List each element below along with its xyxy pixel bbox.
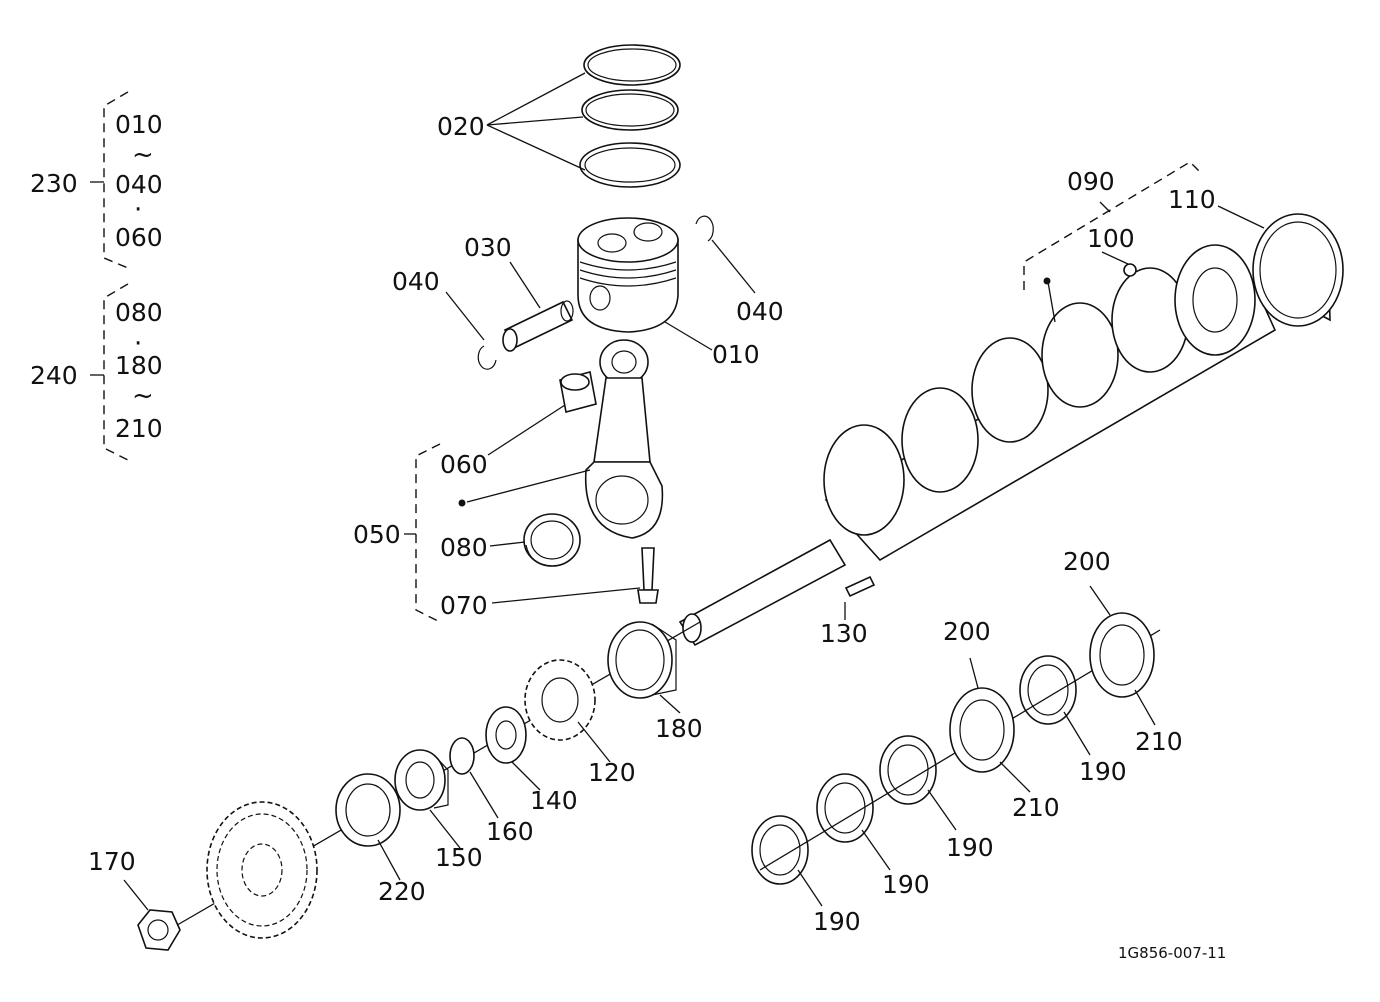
connecting-rod-bolt [637, 547, 659, 604]
crankshaft-gear [524, 659, 596, 741]
kit-230-sep2: · [134, 195, 142, 225]
kit-230-line2: 040 [115, 170, 163, 199]
collar [485, 706, 527, 764]
label-170: 170 [88, 847, 136, 876]
small-end-bushing [559, 371, 597, 413]
kit-230-group: 230 010 ~ 040 · 060 [30, 91, 163, 269]
kit-240-sep2: ~ [132, 381, 154, 411]
main-bearing-3 [879, 735, 937, 805]
kit-230-sep1: ~ [132, 140, 154, 170]
label-030: 030 [464, 233, 512, 262]
o-ring [449, 737, 475, 775]
kit-240-code: 240 [30, 361, 78, 390]
label-040-left: 040 [392, 267, 440, 296]
label-100: 100 [1087, 224, 1135, 253]
kit-240-line2: 180 [115, 351, 163, 380]
oil-seal [335, 773, 401, 847]
thrust-washer-1 [949, 687, 1015, 773]
crankshaft-sleeve [1252, 213, 1344, 327]
kit-230-line1: 010 [115, 110, 163, 139]
label-140: 140 [530, 786, 578, 815]
label-020: 020 [437, 112, 485, 141]
label-090: 090 [1067, 167, 1115, 196]
label-200-a: 200 [943, 617, 991, 646]
crankshaft-pulley [206, 801, 318, 939]
drawing-reference: 1G856-007-11 [1118, 944, 1226, 962]
label-160: 160 [486, 817, 534, 846]
front-bushing [394, 749, 449, 811]
crankshaft [678, 244, 1277, 647]
kit-240-group: 240 080 · 180 ~ 210 [30, 283, 163, 461]
piston [577, 217, 679, 333]
circlip-right [695, 215, 714, 242]
label-150: 150 [435, 843, 483, 872]
label-010: 010 [712, 340, 760, 369]
label-040-right: 040 [736, 297, 784, 326]
circlip-left [477, 345, 497, 370]
label-190-a: 190 [813, 907, 861, 936]
pulley-nut [137, 909, 181, 951]
label-130: 130 [820, 619, 868, 648]
label-080: 080 [440, 533, 488, 562]
kit-240-line3: 210 [115, 414, 163, 443]
label-070: 070 [440, 591, 488, 620]
label-210-a: 210 [1012, 793, 1060, 822]
crankshaft-plug [1123, 263, 1137, 277]
main-bearing-2 [816, 773, 874, 843]
label-200-b: 200 [1063, 547, 1111, 576]
feather-key [844, 575, 876, 598]
main-bearing-1 [751, 815, 809, 885]
label-180: 180 [655, 714, 703, 743]
label-110: 110 [1168, 185, 1216, 214]
kit-230-line3: 060 [115, 223, 163, 252]
label-220: 220 [378, 877, 426, 906]
piston-rings [579, 44, 681, 188]
label-190-b: 190 [882, 870, 930, 899]
connecting-rod-bearing [523, 513, 581, 567]
kit-240-line1: 080 [115, 298, 163, 327]
label-210-b: 210 [1135, 727, 1183, 756]
kit-240-sep1: · [134, 329, 142, 359]
connecting-rod [584, 339, 664, 539]
crankshaft-front-bearing [607, 621, 677, 699]
thrust-washer-2 [1089, 612, 1155, 698]
label-050: 050 [353, 520, 401, 549]
piston-pin [502, 300, 574, 352]
main-bearing-4 [1019, 655, 1077, 725]
label-120: 120 [588, 758, 636, 787]
label-060: 060 [440, 450, 488, 479]
kit-230-code: 230 [30, 169, 78, 198]
label-190-d: 190 [1079, 757, 1127, 786]
label-190-c: 190 [946, 833, 994, 862]
